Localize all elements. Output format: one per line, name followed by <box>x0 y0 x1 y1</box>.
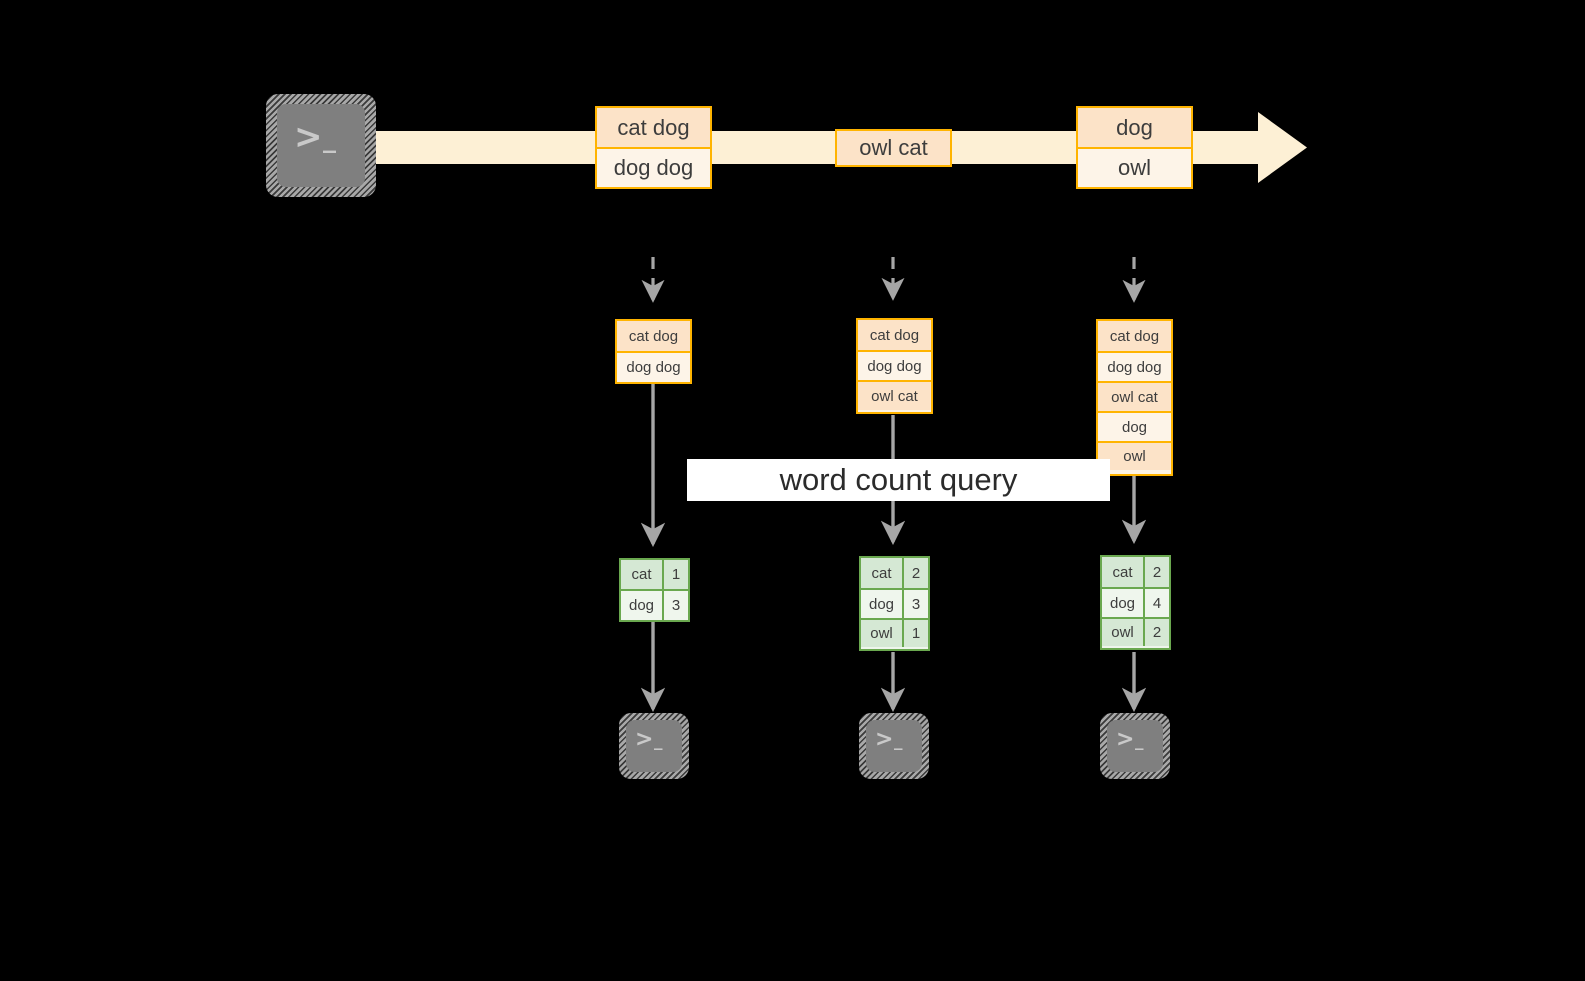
consumer-terminal-icon-2[interactable]: > _ <box>859 713 929 779</box>
snapshot-box-2[interactable]: cat dog dog dog owl cat <box>856 318 933 414</box>
table-row: dog 4 <box>1102 587 1169 617</box>
result-table-2[interactable]: cat 2 dog 3 owl 1 <box>859 556 930 651</box>
consumer-terminal-icon-3[interactable]: > _ <box>1100 713 1170 779</box>
terminal-cursor-glyph: _ <box>323 124 336 154</box>
consumer-terminal-icon-1[interactable]: > _ <box>619 713 689 779</box>
result-count: 1 <box>664 560 688 589</box>
terminal-prompt-glyph: > <box>294 117 323 157</box>
result-count: 2 <box>1145 619 1169 646</box>
table-row: cat 2 <box>1102 557 1169 587</box>
snapshot-row: dog dog <box>617 351 690 382</box>
table-row: dog 3 <box>861 588 928 618</box>
stream-message-1[interactable]: cat dog dog dog <box>595 106 712 189</box>
terminal-screen <box>866 720 922 772</box>
terminal-prompt-glyph: > <box>1116 727 1135 752</box>
terminal-prompt-glyph: > <box>875 727 894 752</box>
snapshot-row: owl cat <box>858 380 931 410</box>
table-row: cat 1 <box>621 560 688 589</box>
stream-message-line: owl <box>1078 147 1191 187</box>
result-word: dog <box>621 591 664 620</box>
stream-message-line: owl cat <box>837 131 950 165</box>
result-word: cat <box>861 558 904 588</box>
snapshot-row: dog dog <box>858 350 931 380</box>
stream-message-line: cat dog <box>597 108 710 147</box>
result-count: 1 <box>904 620 928 647</box>
snapshot-row: cat dog <box>617 321 690 351</box>
result-word: cat <box>621 560 664 589</box>
result-word: owl <box>1102 619 1145 646</box>
terminal-cursor-glyph: _ <box>894 731 903 751</box>
result-count: 4 <box>1145 589 1169 617</box>
table-row: owl 1 <box>861 618 928 647</box>
stream-message-line: dog <box>1078 108 1191 147</box>
result-table-1[interactable]: cat 1 dog 3 <box>619 558 690 622</box>
snapshot-box-3[interactable]: cat dog dog dog owl cat dog owl <box>1096 319 1173 476</box>
terminal-prompt-glyph: > <box>635 727 654 752</box>
terminal-cursor-glyph: _ <box>654 731 663 751</box>
snapshot-row: cat dog <box>1098 321 1171 351</box>
result-count: 3 <box>664 591 688 620</box>
result-word: cat <box>1102 557 1145 587</box>
result-table-3[interactable]: cat 2 dog 4 owl 2 <box>1100 555 1171 650</box>
table-row: cat 2 <box>861 558 928 588</box>
result-word: dog <box>1102 589 1145 617</box>
terminal-cursor-glyph: _ <box>1135 731 1144 751</box>
terminal-screen <box>626 720 682 772</box>
terminal-screen <box>277 104 365 187</box>
stream-message-2[interactable]: owl cat <box>835 129 952 167</box>
snapshot-box-1[interactable]: cat dog dog dog <box>615 319 692 384</box>
stream-message-3[interactable]: dog owl <box>1076 106 1193 189</box>
table-row: owl 2 <box>1102 617 1169 646</box>
result-count: 3 <box>904 590 928 618</box>
stream-message-line: dog dog <box>597 147 710 187</box>
result-count: 2 <box>904 558 928 588</box>
result-word: owl <box>861 620 904 647</box>
snapshot-row: dog dog <box>1098 351 1171 381</box>
snapshot-row: owl <box>1098 441 1171 470</box>
snapshot-row: owl cat <box>1098 381 1171 411</box>
producer-terminal-icon[interactable]: > _ <box>266 94 376 197</box>
result-word: dog <box>861 590 904 618</box>
query-label: word count query <box>687 459 1110 501</box>
table-row: dog 3 <box>621 589 688 620</box>
terminal-screen <box>1107 720 1163 772</box>
result-count: 2 <box>1145 557 1169 587</box>
snapshot-row: dog <box>1098 411 1171 441</box>
snapshot-row: cat dog <box>858 320 931 350</box>
